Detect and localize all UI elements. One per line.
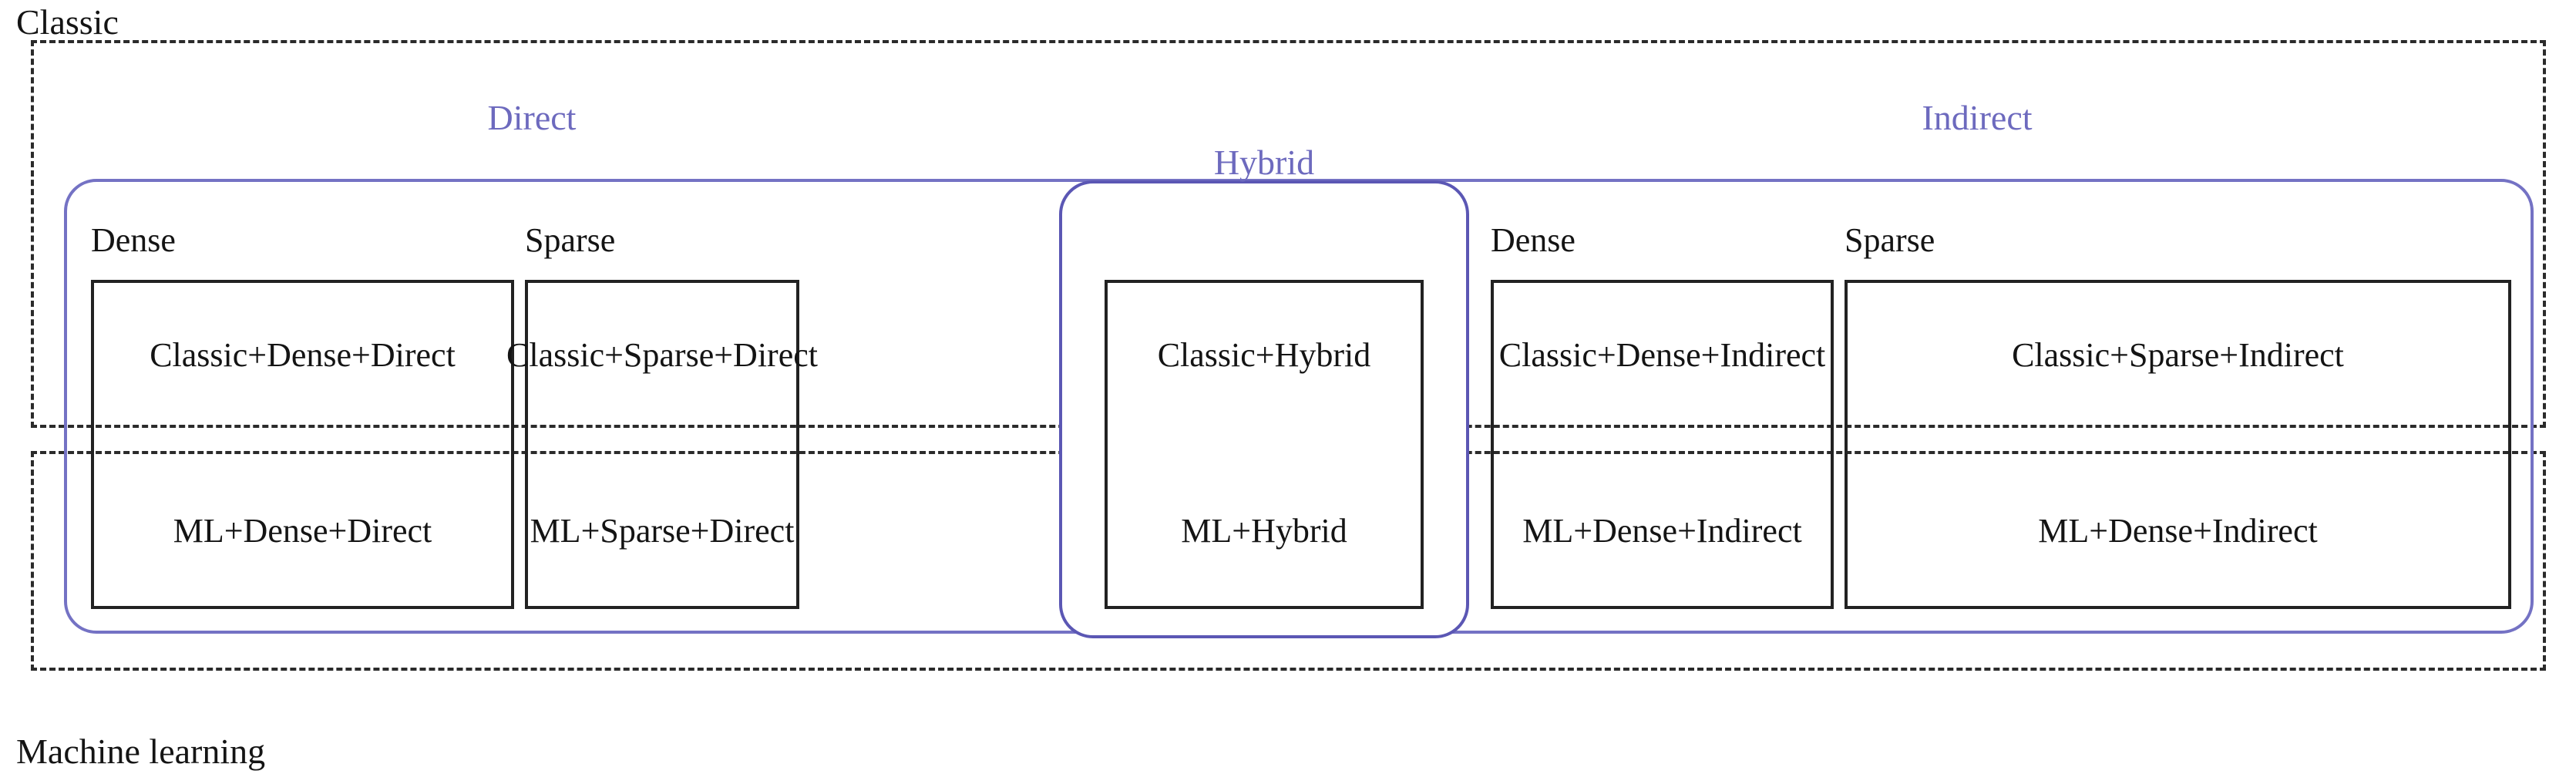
cell-stack-direct-sparse: Classic+Sparse+Direct ML+Sparse+Direct (506, 280, 818, 609)
column-hybrid: Classic+Hybrid ML+Hybrid (1105, 224, 1424, 609)
column-indirect-sparse: Sparse Classic+Sparse+Indirect ML+Dense+… (1845, 224, 2511, 609)
cell-ml-sparse-direct: ML+Sparse+Direct (530, 512, 795, 550)
paradigm-label-machine-learning: Machine learning (16, 732, 266, 771)
paradigm-label-classic: Classic (16, 2, 119, 42)
family-label-indirect: Indirect (1922, 98, 2033, 137)
cell-classic-sparse-indirect: Classic+Sparse+Indirect (2012, 335, 2344, 374)
cell-stack-hybrid: Classic+Hybrid ML+Hybrid (1105, 280, 1424, 609)
cell-classic-sparse-direct: Classic+Sparse+Direct (506, 335, 818, 374)
cell-classic-hybrid: Classic+Hybrid (1157, 335, 1371, 374)
cell-stack-direct-dense: Classic+Dense+Direct ML+Dense+Direct (91, 280, 514, 609)
column-direct-dense: Dense Classic+Dense+Direct ML+Dense+Dire… (91, 224, 514, 609)
column-direct-sparse: Sparse Classic+Sparse+Direct ML+Sparse+D… (506, 221, 818, 609)
cell-ml-hybrid: ML+Hybrid (1181, 512, 1347, 550)
cell-stack-indirect-sparse: Classic+Sparse+Indirect ML+Dense+Indirec… (1845, 280, 2511, 609)
family-label-direct: Direct (487, 98, 577, 137)
hybrid-family-container (1059, 180, 1469, 638)
cell-classic-dense-indirect: Classic+Dense+Indirect (1498, 335, 1826, 374)
cell-classic-dense-direct: Classic+Dense+Direct (150, 335, 456, 374)
column-label-indirect-dense: Dense (1491, 221, 1576, 259)
column-label-direct-dense: Dense (91, 221, 176, 259)
cell-stack-indirect-dense: Classic+Dense+Indirect ML+Dense+Indirect (1491, 280, 1834, 609)
family-label-hybrid: Hybrid (1213, 143, 1315, 182)
cell-ml-dense-direct: ML+Dense+Direct (173, 512, 432, 550)
column-label-indirect-sparse: Sparse (1845, 221, 1935, 259)
cell-ml-dense-indirect: ML+Dense+Indirect (1522, 512, 1802, 550)
cell-ml-sparse-indirect: ML+Dense+Indirect (2038, 512, 2318, 550)
column-indirect-dense: Dense Classic+Dense+Indirect ML+Dense+In… (1491, 224, 1834, 609)
column-label-direct-sparse: Sparse (525, 221, 616, 259)
